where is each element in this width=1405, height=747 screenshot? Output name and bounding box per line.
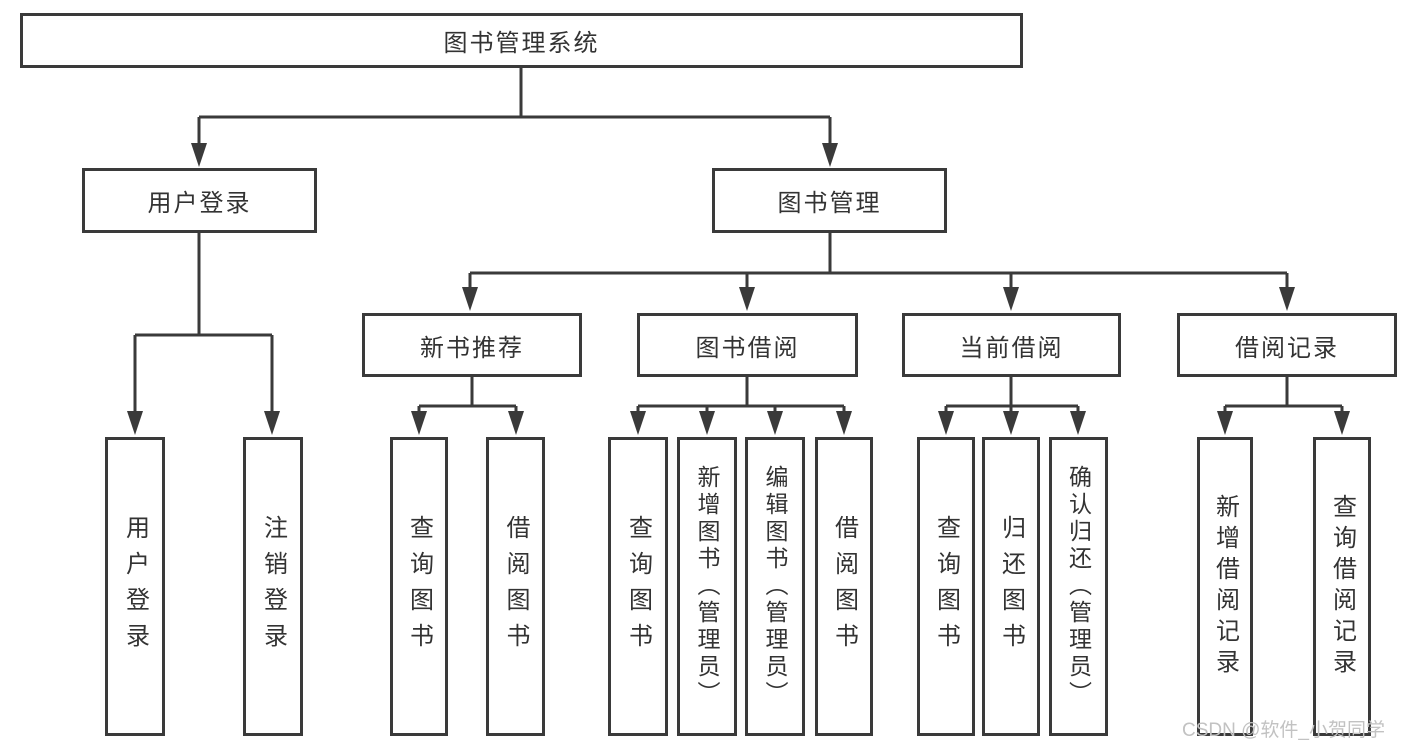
leaf-logout: 注销登录: [243, 437, 303, 736]
arrowhead: [508, 411, 524, 435]
arrowhead: [938, 411, 954, 435]
node-book-borrowing: 图书借阅: [637, 313, 858, 377]
leaf-records-query: 查询借阅记录: [1313, 437, 1371, 736]
arrowhead: [1070, 411, 1086, 435]
leaf-borrowing-edit-admin-label: 编辑图书（管理员）: [762, 465, 788, 708]
leaf-current-query-label: 查询图书: [932, 514, 960, 659]
arrowhead: [1279, 287, 1295, 311]
arrowheads: [127, 143, 1350, 435]
leaf-newbooks-query-label: 查询图书: [405, 514, 433, 659]
node-borrowing-records: 借阅记录: [1177, 313, 1397, 377]
node-new-book-recommend: 新书推荐: [362, 313, 582, 377]
arrowhead: [1003, 287, 1019, 311]
node-user-login: 用户登录: [82, 168, 317, 233]
leaf-borrowing-add-admin-label: 新增图书（管理员）: [694, 465, 720, 708]
node-root-label: 图书管理系统: [443, 30, 600, 57]
arrowhead: [1003, 411, 1019, 435]
leaf-borrowing-add-admin: 新增图书（管理员）: [677, 437, 737, 736]
node-current-borrowing-label: 当前借阅: [959, 334, 1064, 362]
leaf-borrowing-borrow: 借阅图书: [815, 437, 873, 736]
arrowhead: [767, 411, 783, 435]
leaf-borrowing-borrow-label: 借阅图书: [830, 514, 858, 659]
leaf-newbooks-query: 查询图书: [390, 437, 448, 736]
connector-book-borrow: [636, 377, 846, 413]
leaf-records-add-label: 新增借阅记录: [1211, 493, 1239, 680]
arrowhead: [630, 411, 646, 435]
arrowhead: [1217, 411, 1233, 435]
leaf-logout-label: 注销登录: [259, 514, 287, 659]
leaf-user-login: 用户登录: [105, 437, 165, 736]
leaf-records-add: 新增借阅记录: [1197, 437, 1253, 736]
arrowhead: [411, 411, 427, 435]
connector-new-books: [417, 377, 518, 413]
arrowhead: [264, 411, 280, 435]
node-new-book-recommend-label: 新书推荐: [420, 334, 524, 362]
node-user-login-label: 用户登录: [147, 190, 252, 217]
connector-current-borrow: [944, 377, 1080, 413]
arrowhead: [191, 143, 207, 167]
node-book-borrowing-label: 图书借阅: [695, 334, 800, 362]
leaf-records-query-label: 查询借阅记录: [1328, 493, 1356, 680]
node-current-borrowing: 当前借阅: [902, 313, 1121, 377]
arrowhead: [836, 411, 852, 435]
node-book-management: 图书管理: [712, 168, 947, 233]
leaf-current-query: 查询图书: [917, 437, 975, 736]
arrowhead: [822, 143, 838, 167]
arrowhead: [1334, 411, 1350, 435]
connector-user-login: [133, 233, 274, 414]
connector-book-mgmt: [468, 233, 1289, 290]
leaf-borrowing-query-label: 查询图书: [624, 514, 652, 659]
csdn-watermark: CSDN @软件_小贺同学: [1182, 720, 1385, 741]
arrowhead: [462, 287, 478, 311]
leaf-current-return-label: 归还图书: [997, 514, 1025, 659]
leaf-user-login-label: 用户登录: [121, 514, 149, 659]
connector-root: [197, 68, 832, 146]
leaf-newbooks-borrow-label: 借阅图书: [502, 514, 529, 659]
leaf-current-return: 归还图书: [982, 437, 1040, 736]
arrowhead: [699, 411, 715, 435]
connector-borrow-records: [1223, 377, 1344, 413]
leaf-current-confirm-admin-label: 确认归还（管理员）: [1065, 465, 1092, 708]
leaf-borrowing-query: 查询图书: [608, 437, 668, 736]
leaf-newbooks-borrow: 借阅图书: [486, 437, 545, 736]
arrowhead: [127, 411, 143, 435]
node-book-management-label: 图书管理: [777, 190, 882, 217]
node-root: 图书管理系统: [20, 13, 1023, 68]
leaf-borrowing-edit-admin: 编辑图书（管理员）: [745, 437, 805, 736]
node-borrowing-records-label: 借阅记录: [1235, 334, 1339, 362]
leaf-current-confirm-admin: 确认归还（管理员）: [1049, 437, 1108, 736]
arrowhead: [739, 287, 755, 311]
